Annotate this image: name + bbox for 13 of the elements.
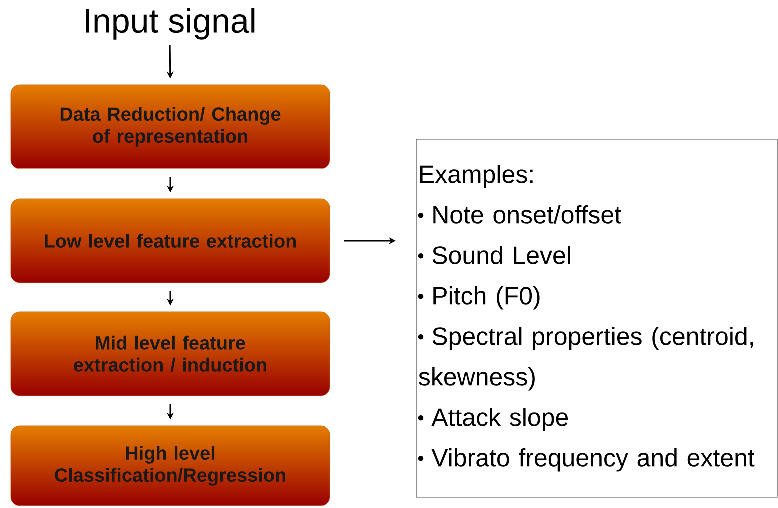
list-item: Sound Level [418,246,570,264]
process-box: High level Classification/Regression [10,426,330,506]
list-item: Attack slope [418,408,568,432]
input-label: Input signal [86,8,255,40]
examples-box [416,139,778,498]
list-item: Note onset/offset [418,206,622,224]
process-box: Low level feature extraction [10,198,330,284]
list-item: Pitch (F0) [418,286,540,310]
process-box: Mid level feature extraction / induction [10,312,330,396]
list-item: Vibrato frequency and extent [418,448,755,472]
list-item: Spectral properties (centroid, skewness) [418,327,754,391]
list-heading: Examples: [420,165,533,188]
process-box: Data Reduction/ Change of representation [10,84,330,170]
